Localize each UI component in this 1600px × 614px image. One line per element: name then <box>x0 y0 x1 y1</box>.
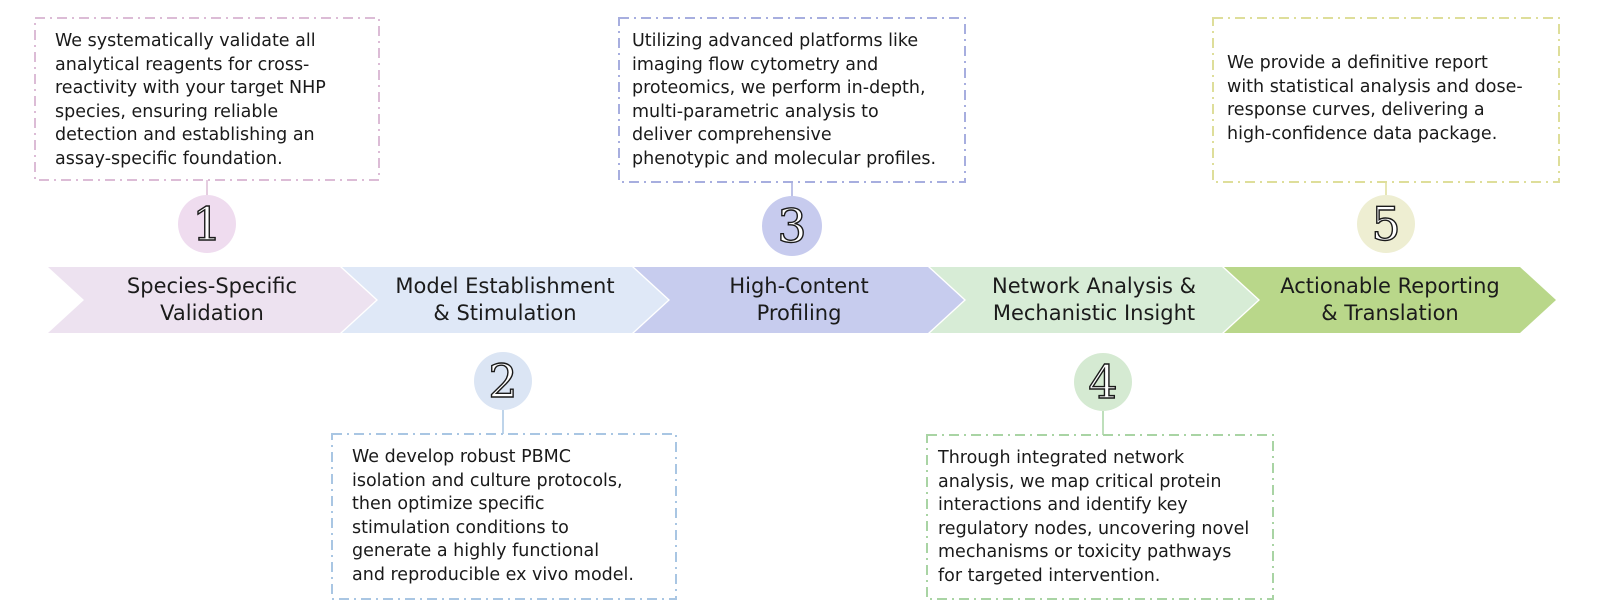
stage-1-box <box>34 17 380 181</box>
stage-3-box <box>618 17 966 183</box>
stage-4-description: Through integrated network analysis, we … <box>938 448 1250 586</box>
stage-2-number: 2 <box>488 353 519 408</box>
stage-2-box <box>331 433 677 600</box>
stage-5-description: We provide a definitive report with stat… <box>1227 53 1523 144</box>
stage-2-label: Model Establishment & Stimulation <box>395 274 615 325</box>
stage-4-box <box>926 434 1274 600</box>
stage-4-circle <box>1074 353 1132 411</box>
stage-2-circle <box>474 352 532 410</box>
stage-5-label: Actionable Reporting & Translation <box>1280 274 1500 325</box>
stage-2-description: We develop robust PBMC isolation and cul… <box>352 447 634 585</box>
stage-1-circle <box>178 195 236 253</box>
stage-1-description: We systematically validate all analytica… <box>55 31 326 169</box>
stage-3-circle <box>762 196 822 256</box>
stage-4-arrow <box>930 267 1258 333</box>
stage-5-number: 5 <box>1371 196 1402 251</box>
stage-1-arrow <box>48 267 376 333</box>
stage-3-number: 3 <box>777 198 808 253</box>
stage-3-arrow <box>634 267 964 333</box>
stage-4-label: Network Analysis & Mechanistic Insight <box>992 274 1196 325</box>
stage-4-number: 4 <box>1088 354 1119 409</box>
stage-5-circle <box>1357 195 1415 253</box>
stage-3-label: High-Content Profiling <box>729 274 869 325</box>
stage-3-description: Utilizing advanced platforms like imagin… <box>632 31 937 169</box>
stage-2-arrow <box>342 267 668 333</box>
stage-5-box <box>1212 17 1560 183</box>
stage-1-label: Species-Specific Validation <box>126 274 298 325</box>
stage-1-number: 1 <box>192 196 223 251</box>
stage-5-arrow <box>1224 267 1556 333</box>
